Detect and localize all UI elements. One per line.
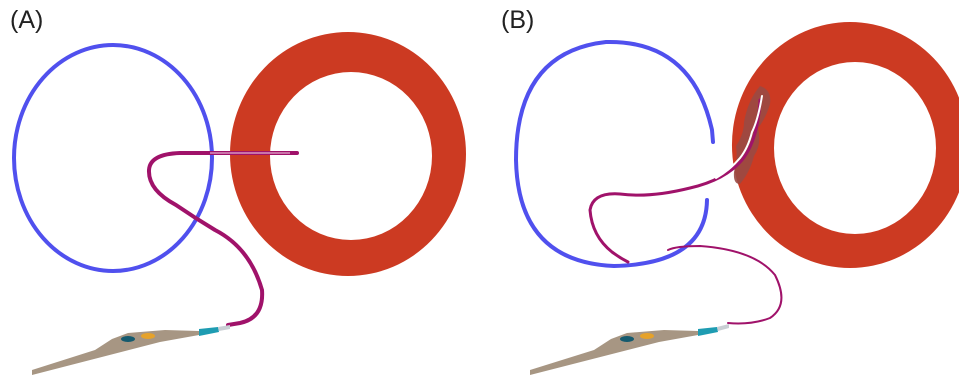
- button-light-a: [141, 333, 155, 339]
- button-light-b: [640, 333, 654, 339]
- button-dark-a: [121, 336, 135, 342]
- catheter-lower-b: [667, 244, 783, 325]
- panel-b: (B): [479, 0, 959, 375]
- blue-loop-a: [12, 43, 214, 273]
- red-ring-a: [230, 32, 466, 276]
- red-ring-b: [732, 22, 959, 268]
- catheter-tip-b: [715, 95, 763, 179]
- catheter-a: [146, 151, 299, 327]
- panel-a-illustration: [12, 32, 466, 375]
- ablation-handle-a: [32, 325, 230, 375]
- catheter-b: [588, 98, 762, 264]
- panel-label-a: (A): [10, 6, 44, 34]
- panel-label-b: (B): [501, 6, 535, 34]
- blue-loop-b: [513, 39, 715, 269]
- panel-a: (A): [10, 6, 44, 34]
- panel-b-illustration: [513, 22, 959, 375]
- ablation-handle-b: [530, 324, 729, 375]
- button-dark-b: [620, 336, 634, 342]
